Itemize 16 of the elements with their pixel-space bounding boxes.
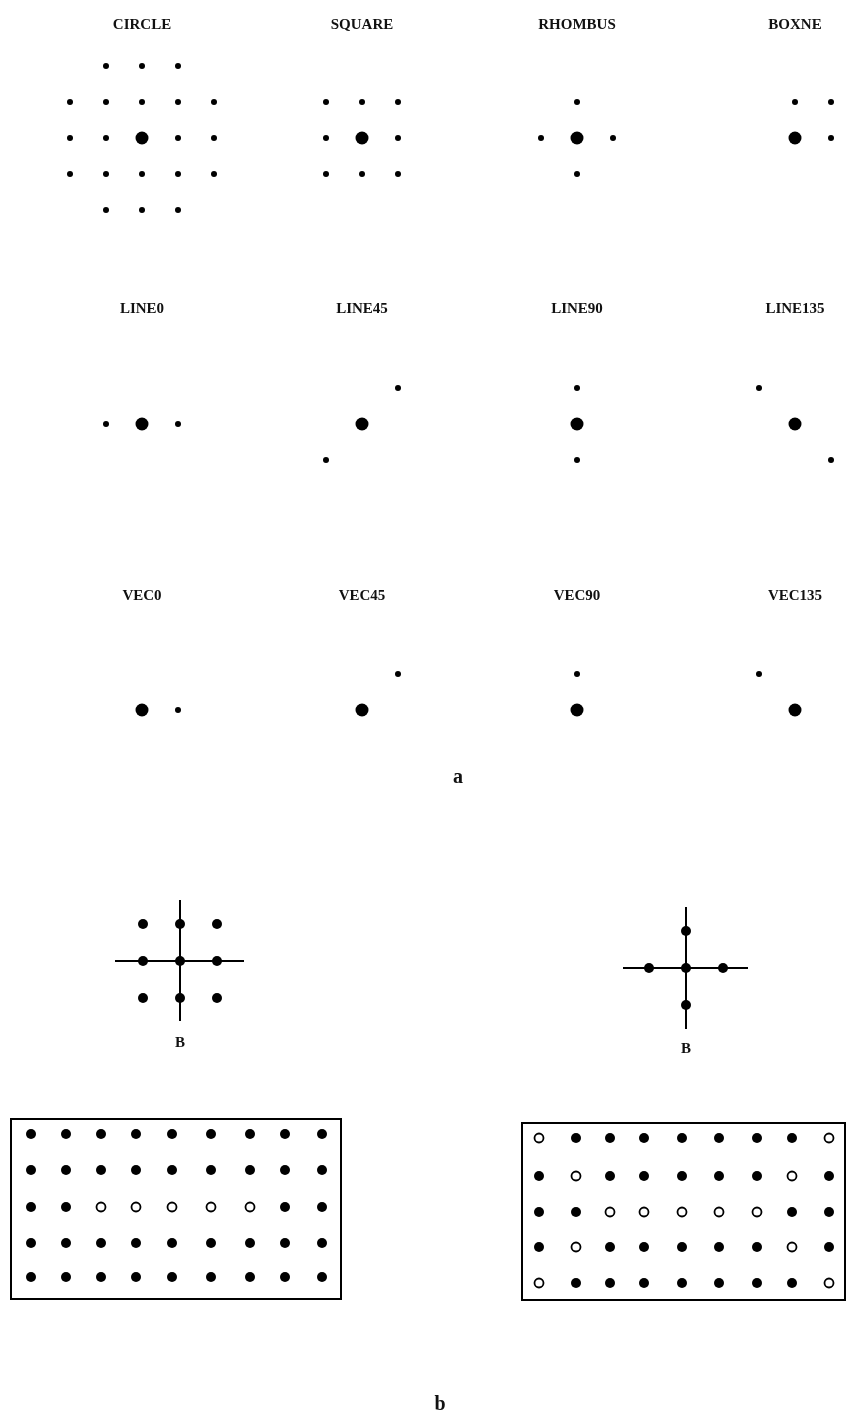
pattern-name: CIRCLE: [112, 16, 172, 32]
pattern-name: LINE0: [119, 300, 165, 316]
element-label: B: [681, 1040, 691, 1056]
pattern-name: LINE90: [551, 300, 603, 316]
panel-letter: a: [453, 766, 463, 786]
pattern-name: LINE135: [765, 300, 825, 316]
pattern-name: BOXNE: [768, 16, 822, 32]
pattern-name: SQUARE: [330, 16, 394, 32]
pattern-name: VEC135: [767, 587, 823, 603]
pattern-name: RHOMBUS: [538, 16, 616, 32]
pattern-name: VEC0: [122, 587, 162, 603]
pattern-name: VEC90: [553, 587, 601, 603]
element-label: B: [175, 1034, 185, 1050]
pattern-name: VEC45: [338, 587, 386, 603]
panel-letter: b: [434, 1393, 446, 1413]
pattern-name: LINE45: [336, 300, 388, 316]
